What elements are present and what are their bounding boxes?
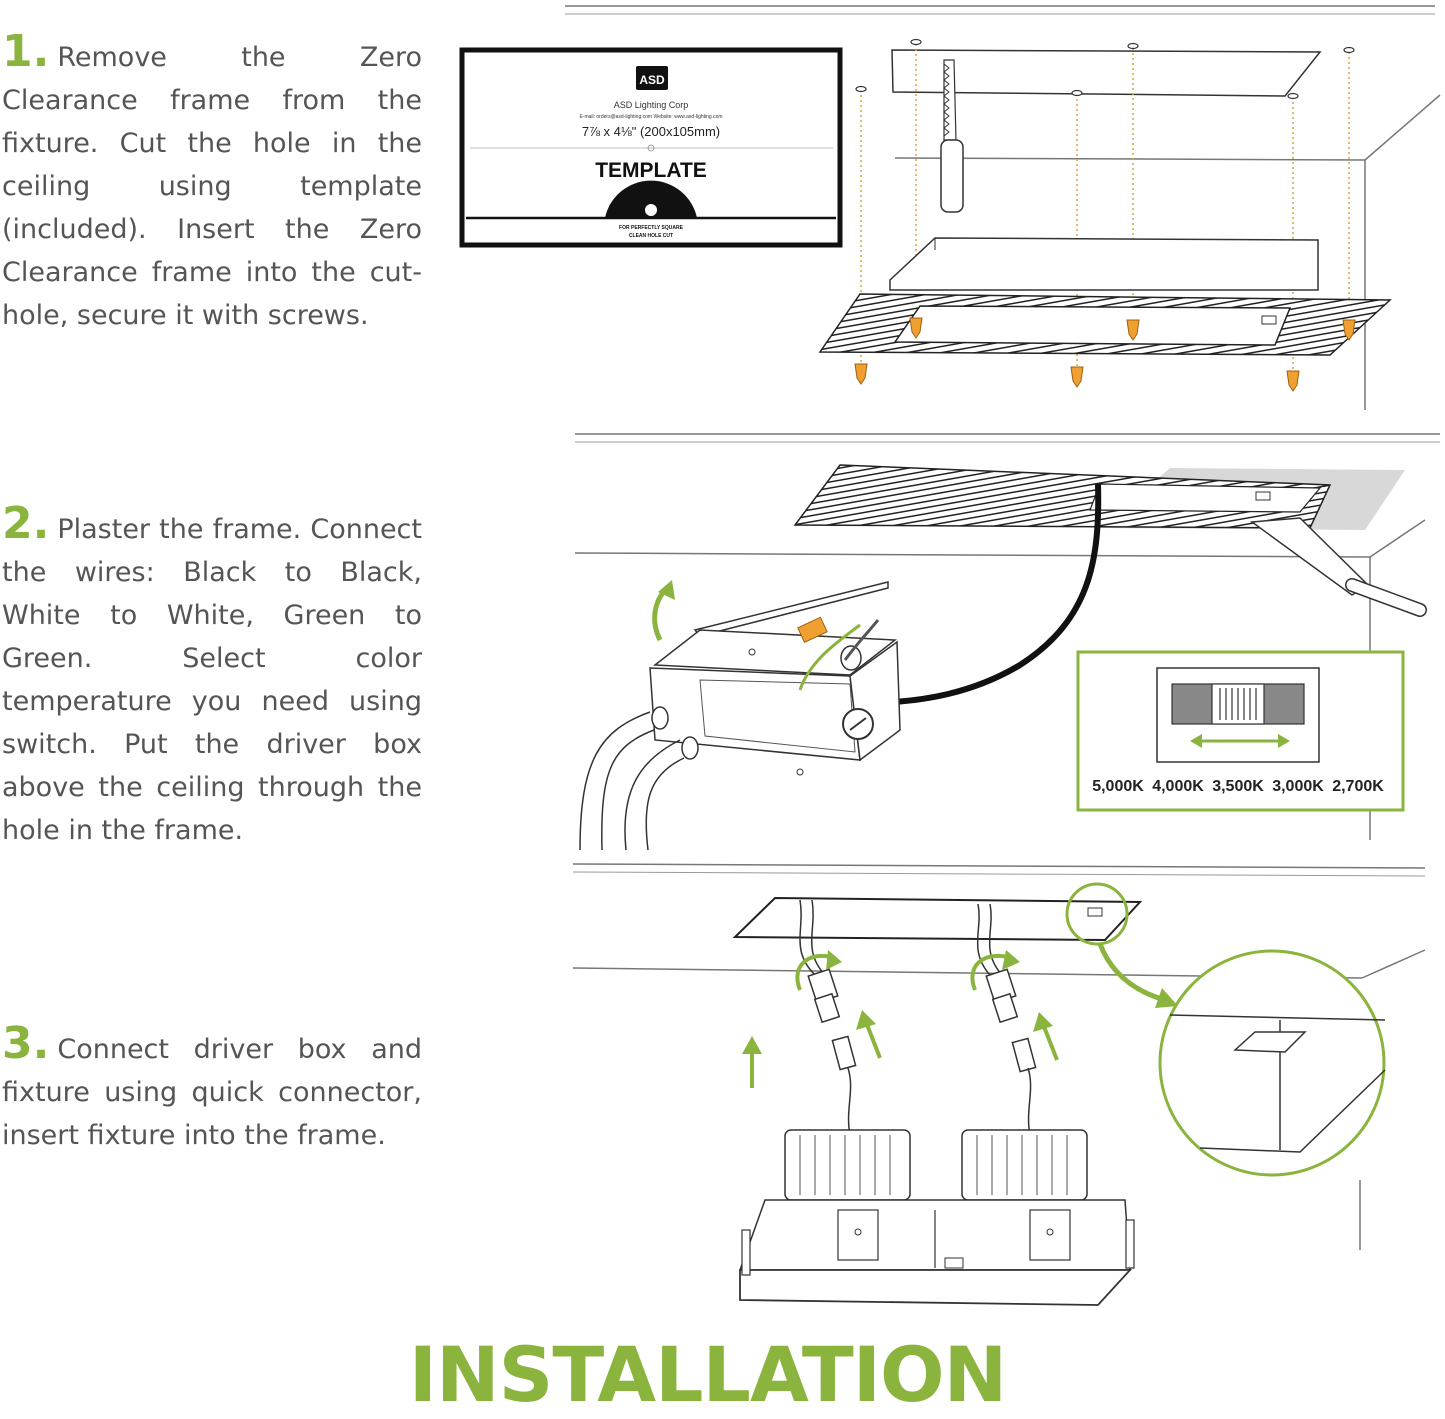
step-3-text: Connect driver box and fixture using qui… <box>2 1034 422 1151</box>
step-2-text: Plaster the frame. Connect the wires: Bl… <box>2 514 422 846</box>
trowel-icon <box>1249 517 1427 617</box>
step-1-number: 1. <box>2 26 50 77</box>
template-footer-2: CLEAN HOLE CUT <box>629 233 673 239</box>
step-1-instructions: 1.Remove the Zero Clearance frame from t… <box>2 30 422 337</box>
step-1-text: Remove the Zero Clearance frame from the… <box>2 42 422 331</box>
step-3-illustration <box>572 863 1426 1306</box>
arrow-up-icon <box>742 1036 762 1054</box>
switch-label-2700k: 2,700K <box>1332 778 1384 795</box>
template-contact: E-mail: orders@asd-lighting.com Website:… <box>579 114 722 120</box>
arrow-right-icon <box>1278 734 1290 748</box>
step-2-instructions: 2.Plaster the frame. Connect the wires: … <box>2 502 422 852</box>
template-company: ASD Lighting Corp <box>614 100 689 110</box>
arrow-left-icon <box>1190 734 1202 748</box>
jigsaw-blade-icon <box>940 59 964 213</box>
page-title: INSTALLATION <box>408 1330 1007 1419</box>
switch-label-4000k: 4,000K <box>1152 778 1204 795</box>
step-2-number: 2. <box>2 498 50 549</box>
screws <box>854 317 1356 392</box>
template-size: 7⅞ x 4⅛" (200x105mm) <box>582 124 720 139</box>
template-card: ASD ASD Lighting Corp E-mail: orders@asd… <box>459 47 843 248</box>
led-fixture <box>738 1129 1135 1306</box>
cct-switch-inset: 5,000K 4,000K 3,500K 3,000K 2,700K <box>1076 650 1405 812</box>
template-logo-text: ASD <box>639 73 665 87</box>
step-3-number: 3. <box>2 1018 50 1069</box>
template-heading: TEMPLATE <box>595 159 707 182</box>
zoom-detail-inset <box>1158 949 1386 1177</box>
arrow-up-icon <box>856 1010 876 1030</box>
step-1-illustration: ASD ASD Lighting Corp E-mail: orders@asd… <box>459 5 1441 410</box>
switch-label-3000k: 3,000K <box>1272 778 1324 795</box>
wire-connector <box>797 616 828 643</box>
asd-logo <box>636 66 668 90</box>
template-footer-1: FOR PERFECTLY SQUARE <box>619 225 684 231</box>
arrow-up-icon <box>1033 1012 1053 1032</box>
switch-label-3500k: 3,500K <box>1212 778 1264 795</box>
switch-label-5000k: 5,000K <box>1092 778 1144 795</box>
step-3-instructions: 3.Connect driver box and fixture using q… <box>2 1022 422 1157</box>
step-2-illustration: 5,000K 4,000K 3,500K 3,000K 2,700K <box>574 433 1440 851</box>
driver-box <box>649 581 901 776</box>
